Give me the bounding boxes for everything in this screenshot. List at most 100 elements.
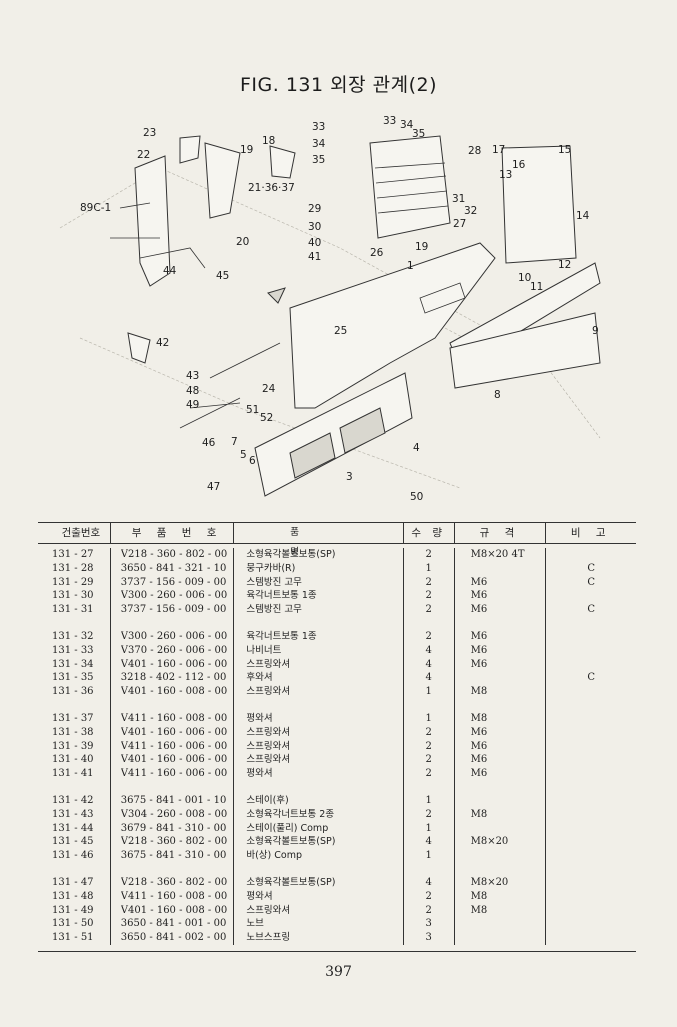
table-cell-no: 131 - 39 <box>52 740 94 752</box>
group-gap <box>471 781 546 794</box>
callout-52: 52 <box>260 412 273 424</box>
header-part-no: 부 품 번 호 <box>109 523 234 543</box>
callout-3: 3 <box>346 471 353 483</box>
table-cell-part_no: V411 - 160 - 008 - 00 <box>120 712 228 724</box>
table-cell-remark <box>546 767 636 781</box>
table-cell-name: 나비너트 <box>246 644 282 656</box>
table-cell-name: 스프링와셔 <box>246 904 291 916</box>
table-cell-qty: 1 <box>425 562 432 574</box>
table-cell-remark <box>546 685 636 699</box>
table-cell-spec <box>471 794 546 808</box>
callout-25: 25 <box>334 325 347 337</box>
table-cell-no: 131 - 50 <box>52 918 94 930</box>
table-cell-qty: 3 <box>425 918 432 930</box>
table-cell-part_no: 3737 - 156 - 009 - 00 <box>120 604 227 616</box>
header-name: 품 명 <box>233 523 402 558</box>
callout-46: 46 <box>202 437 216 449</box>
callout-213637: 21·36·37 <box>248 182 295 194</box>
callout-17: 17 <box>492 144 505 156</box>
table-cell-remark <box>546 890 636 904</box>
table-cell-qty: 2 <box>425 904 432 916</box>
table-cell-remark <box>546 835 636 849</box>
header-qty: 수 량 <box>402 523 454 543</box>
table-cell-spec <box>471 822 546 836</box>
table-cell-remark <box>546 917 636 931</box>
table-cell-no: 131 - 38 <box>52 726 94 738</box>
table-cell-part_no: 3737 - 156 - 009 - 00 <box>120 576 227 588</box>
table-cell-remark <box>546 712 636 726</box>
table-cell-spec <box>471 849 546 863</box>
table-cell-name: 스프링와셔 <box>246 658 291 670</box>
table-cell-remark <box>546 589 636 603</box>
table-cell-no: 131 - 46 <box>52 850 94 862</box>
table-cell-spec: M6 <box>470 590 488 602</box>
callout-27: 27 <box>453 218 466 230</box>
callout-30: 30 <box>308 221 321 233</box>
table-cell-remark <box>546 726 636 740</box>
callout-41: 41 <box>308 251 321 263</box>
table-cell-no: 131 - 49 <box>52 904 94 916</box>
table-cell-qty: 2 <box>425 726 432 738</box>
callout-15: 15 <box>558 144 571 156</box>
table-cell-qty: 2 <box>425 590 432 602</box>
table-cell-spec <box>471 671 546 685</box>
table-cell-remark: C <box>587 562 595 574</box>
group-gap <box>246 617 402 630</box>
table-cell-qty: 1 <box>425 822 432 834</box>
callout-23: 23 <box>143 127 156 139</box>
table-cell-name: 노브 <box>246 918 264 930</box>
table-cell-no: 131 - 36 <box>52 686 94 698</box>
table-cell-no: 131 - 32 <box>52 630 94 642</box>
table-cell-remark <box>546 904 636 918</box>
cover-13 <box>501 145 577 264</box>
table-cell-qty: 2 <box>425 754 432 766</box>
table-cell-no: 131 - 35 <box>52 672 94 684</box>
table-cell-part_no: V300 - 260 - 006 - 00 <box>120 630 228 642</box>
table-cell-qty: 3 <box>425 932 432 944</box>
callout-47: 47 <box>207 481 220 493</box>
table-cell-no: 131 - 42 <box>52 794 94 806</box>
table-cell-spec: M6 <box>470 576 488 588</box>
figure-title: FIG. 131 외장 관계(2) <box>239 74 437 96</box>
callout-35b: 35 <box>412 128 425 140</box>
table-cell-no: 131 - 51 <box>52 932 94 944</box>
table-cell-qty: 4 <box>425 876 432 888</box>
table-cell-part_no: V401 - 160 - 008 - 00 <box>120 686 228 698</box>
table-cell-name: 평와셔 <box>246 768 273 780</box>
table-cell-qty: 1 <box>425 686 432 698</box>
table-cell-spec: M6 <box>470 644 488 656</box>
group-gap <box>404 781 454 794</box>
table-cell-spec: M8 <box>470 712 488 724</box>
callout-40: 40 <box>308 237 321 249</box>
table-cell-no: 131 - 30 <box>52 590 94 602</box>
group-gap <box>546 781 636 794</box>
table-cell-no: 131 - 37 <box>52 712 94 724</box>
callout-11: 11 <box>530 281 543 293</box>
table-cell-spec: M8 <box>470 904 488 916</box>
callout-19a: 19 <box>240 144 253 156</box>
table-cell-remark <box>546 753 636 767</box>
group-gap <box>52 781 110 794</box>
group-gap <box>546 699 636 712</box>
table-cell-remark <box>546 931 636 945</box>
callout-33b: 33 <box>383 115 396 127</box>
table-cell-no: 131 - 45 <box>52 836 94 848</box>
callout-42: 42 <box>156 337 169 349</box>
table-cell-qty: 2 <box>425 890 432 902</box>
group-gap <box>121 699 234 712</box>
callout-29: 29 <box>308 203 321 215</box>
callout-8: 8 <box>494 389 501 401</box>
table-cell-part_no: V411 - 160 - 006 - 00 <box>120 740 228 752</box>
table-cell-part_no: 3675 - 841 - 310 - 00 <box>120 850 227 862</box>
side-panel-1 <box>289 242 496 409</box>
table-cell-remark <box>546 876 636 890</box>
table-cell-part_no: V370 - 260 - 006 - 00 <box>120 644 228 656</box>
table-cell-name: 스프링와셔 <box>246 740 291 752</box>
callout-34a: 34 <box>312 138 326 150</box>
